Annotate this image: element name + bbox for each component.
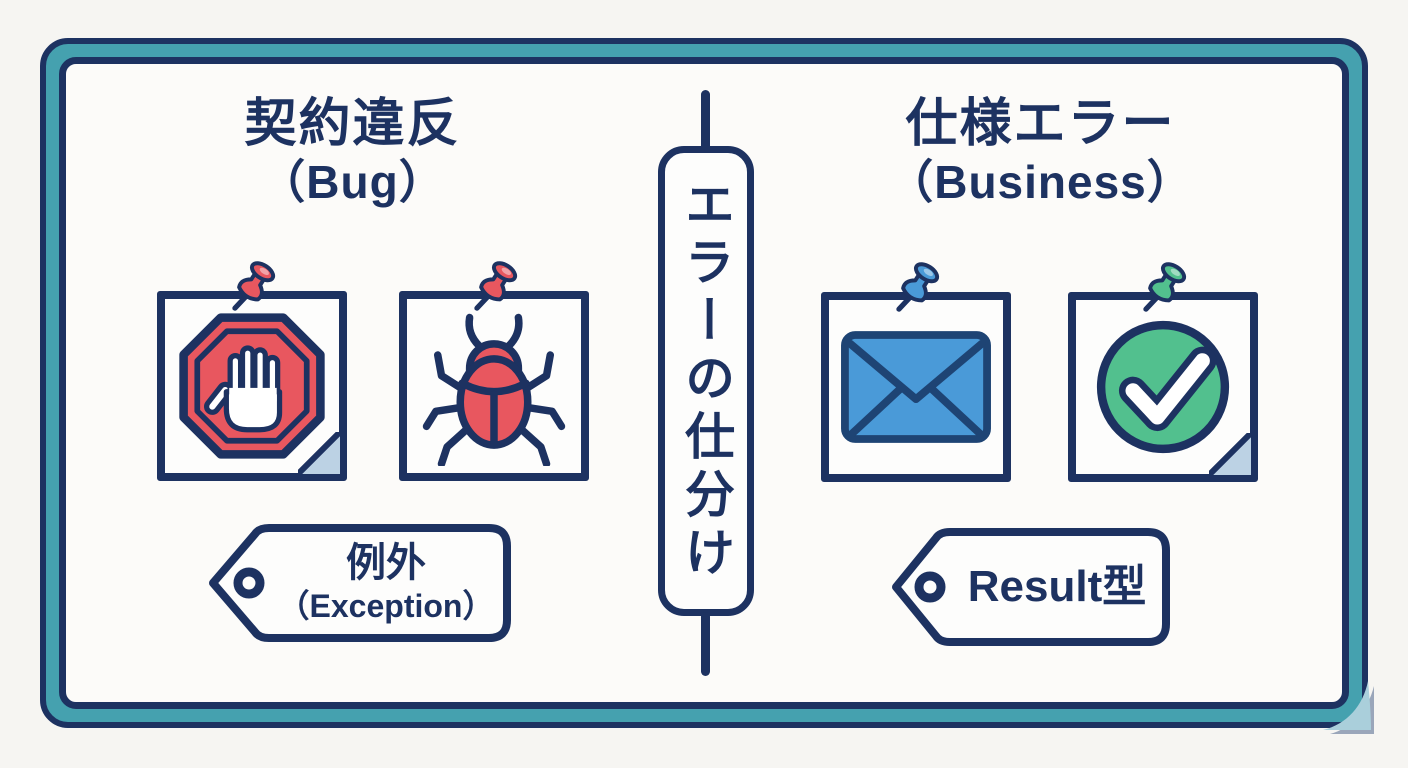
exception-tag-text: 例外 （Exception） xyxy=(265,518,507,648)
pushpin-icon xyxy=(474,261,518,311)
note-card-check xyxy=(1068,262,1258,482)
divider-line-top xyxy=(701,90,710,152)
right-subtitle: （Business） xyxy=(887,156,1194,208)
pushpin-icon xyxy=(896,262,940,312)
left-title: 契約違反 xyxy=(244,95,461,153)
note-card-bug xyxy=(399,261,589,481)
divider-line-bottom xyxy=(701,612,710,676)
envelope-icon xyxy=(841,331,991,443)
folded-corner-icon xyxy=(1209,433,1251,475)
result-type-tag-text: Result型 xyxy=(948,522,1166,652)
note-card-stop xyxy=(157,261,347,481)
left-section-heading: 契約違反 （Bug） xyxy=(130,94,575,210)
center-pill: エラーの仕分け xyxy=(658,146,754,616)
result-type-tag-label: Result型 xyxy=(967,562,1147,611)
right-title: 仕様エラー xyxy=(905,95,1176,153)
pushpin-icon xyxy=(232,261,276,311)
pushpin-icon xyxy=(1143,262,1187,312)
exception-tag: 例外 （Exception） xyxy=(203,518,515,648)
tag-shape-icon xyxy=(209,524,511,642)
folded-corner-icon xyxy=(298,432,340,474)
tag-shape-icon xyxy=(892,528,1170,646)
center-pill-label: エラーの仕分け xyxy=(678,178,734,584)
exception-tag-sublabel: （Exception） xyxy=(277,588,495,624)
check-circle-icon xyxy=(1096,320,1230,454)
stop-hand-icon xyxy=(179,313,325,459)
exception-tag-label: 例外 xyxy=(346,541,426,585)
note-card-envelope xyxy=(821,262,1011,482)
frame-corner-curl-icon xyxy=(1323,681,1374,734)
left-subtitle: （Bug） xyxy=(259,156,446,208)
right-section-heading: 仕様エラー （Business） xyxy=(818,94,1263,210)
bug-icon xyxy=(422,313,566,466)
result-type-tag: Result型 xyxy=(886,522,1174,652)
